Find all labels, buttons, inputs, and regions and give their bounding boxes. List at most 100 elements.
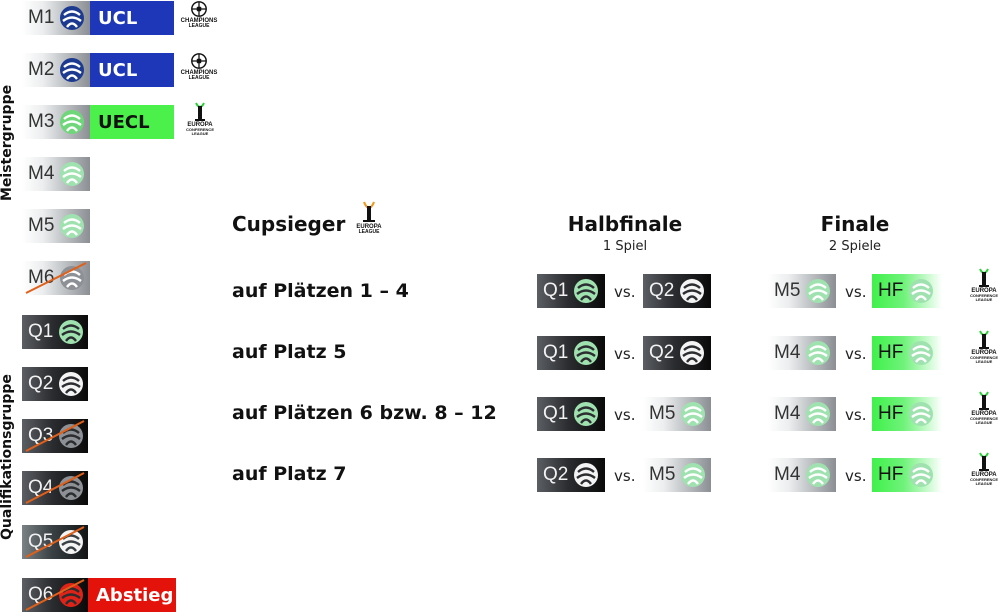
team-code: Q5 xyxy=(28,531,54,552)
vs-label: vs. xyxy=(614,406,636,424)
logo-text: CONFERENCE xyxy=(185,127,214,132)
team-code: M4 xyxy=(774,403,801,424)
ball-icon xyxy=(574,279,599,303)
ball-icon xyxy=(59,530,84,554)
final-away-tile: HF xyxy=(872,397,942,431)
final-home-tile: M4 xyxy=(768,458,836,492)
final-home-tile: M4 xyxy=(768,336,836,370)
ball-icon xyxy=(909,402,934,426)
logo-text: EUROPA xyxy=(356,224,382,230)
logo-text: CHAMPIONS xyxy=(180,70,218,76)
final-home-tile: M4 xyxy=(768,397,836,431)
semi-home-tile: Q1 xyxy=(537,336,605,370)
team-code: M6 xyxy=(28,267,55,288)
logo-text: LEAGUE xyxy=(975,481,993,486)
logo-text: CONFERENCE xyxy=(969,355,998,360)
team-code: Q2 xyxy=(649,280,675,301)
ucl-badge: UCL xyxy=(90,1,174,35)
ucl-badge: UCL xyxy=(90,53,174,87)
team-code: Q3 xyxy=(28,425,54,446)
table-row-q1: Q1 xyxy=(22,315,88,349)
ball-icon xyxy=(806,402,831,426)
champions-league-logo-icon: CHAMPIONS LEAGUE xyxy=(178,0,220,29)
ball-icon xyxy=(574,341,599,365)
conference-league-logo-icon: EUROPA CONFERENCE LEAGUE xyxy=(966,330,1000,364)
qualifikationsgruppe-label: Qualifikationsgruppe xyxy=(0,374,15,540)
vs-label: vs. xyxy=(614,283,636,301)
ball-icon xyxy=(806,463,831,487)
team-code: M5 xyxy=(649,403,676,424)
ball-icon xyxy=(574,463,599,487)
logo-text: EUROPA xyxy=(971,288,997,294)
team-code: Q2 xyxy=(28,373,54,394)
team-code: M2 xyxy=(28,59,55,80)
final-away-tile: HF xyxy=(872,336,942,370)
europa-league-logo-icon: EUROPA LEAGUE xyxy=(352,200,386,235)
team-code: Q6 xyxy=(28,584,54,605)
team-code: M4 xyxy=(28,163,55,184)
cupsieger-heading: Cupsieger xyxy=(232,212,346,236)
logo-text: EUROPA xyxy=(187,122,213,128)
table-row-m2: M2 xyxy=(22,53,90,87)
team-code: Q2 xyxy=(649,342,675,363)
table-row-q3: Q3 xyxy=(22,419,88,453)
logo-text: CONFERENCE xyxy=(969,293,998,298)
ball-icon xyxy=(681,402,706,426)
team-code: M5 xyxy=(774,280,801,301)
row-label: auf Platz 5 xyxy=(232,341,347,363)
final-away-tile: HF xyxy=(872,274,942,308)
team-code: HF xyxy=(878,403,904,424)
halbfinale-heading: Halbfinale xyxy=(567,212,683,236)
table-row-m4: M4 xyxy=(22,157,90,191)
logo-text: LEAGUE xyxy=(975,297,993,302)
team-code: Q1 xyxy=(543,403,569,424)
vs-label: vs. xyxy=(845,345,867,363)
team-code: M5 xyxy=(649,464,676,485)
logo-text: EUROPA xyxy=(971,472,997,478)
logo-text: CONFERENCE xyxy=(969,416,998,421)
logo-text: LEAGUE xyxy=(975,359,993,364)
ball-icon xyxy=(60,266,85,290)
final-away-tile: HF xyxy=(872,458,942,492)
ball-icon xyxy=(60,214,85,238)
vs-label: vs. xyxy=(614,467,636,485)
semi-away-tile: Q2 xyxy=(643,336,711,370)
ball-icon xyxy=(680,279,705,303)
team-code: M5 xyxy=(28,215,55,236)
logo-text: LEAGUE xyxy=(191,131,209,136)
ball-icon xyxy=(909,279,934,303)
logo-text: CONFERENCE xyxy=(969,477,998,482)
halbfinale-subheading: 1 Spiel xyxy=(602,239,648,254)
ball-icon xyxy=(59,583,84,607)
team-code: HF xyxy=(878,280,904,301)
vs-label: vs. xyxy=(845,467,867,485)
ball-icon xyxy=(806,341,831,365)
row-label: auf Platz 7 xyxy=(232,463,347,485)
ball-icon xyxy=(574,402,599,426)
table-row-m3: M3 xyxy=(22,105,90,139)
abstieg-badge: Abstieg xyxy=(88,578,176,612)
ball-icon xyxy=(60,162,85,186)
logo-text: LEAGUE xyxy=(358,229,380,235)
conference-league-logo-icon: EUROPA CONFERENCE LEAGUE xyxy=(966,391,1000,425)
ball-icon xyxy=(680,341,705,365)
semi-home-tile: Q1 xyxy=(537,274,605,308)
uecl-badge: UECL xyxy=(90,105,174,139)
vs-label: vs. xyxy=(845,283,867,301)
semi-away-tile: M5 xyxy=(643,458,711,492)
ball-icon xyxy=(60,110,85,134)
vs-label: vs. xyxy=(614,345,636,363)
ball-icon xyxy=(59,372,84,396)
team-code: M4 xyxy=(774,464,801,485)
team-code: Q1 xyxy=(28,321,54,342)
logo-text: EUROPA xyxy=(971,411,997,417)
conference-league-logo-icon: EUROPA CONFERENCE LEAGUE xyxy=(966,268,1000,302)
table-row-q5: Q5 xyxy=(22,525,88,559)
row-label: auf Plätzen 1 – 4 xyxy=(232,280,409,302)
logo-text: LEAGUE xyxy=(188,23,210,29)
row-label: auf Plätzen 6 bzw. 8 – 12 xyxy=(232,402,497,424)
table-row-m1: M1 xyxy=(22,1,90,35)
team-code: Q2 xyxy=(543,464,569,485)
team-code: M1 xyxy=(28,7,55,28)
table-row-q2: Q2 xyxy=(22,367,88,401)
